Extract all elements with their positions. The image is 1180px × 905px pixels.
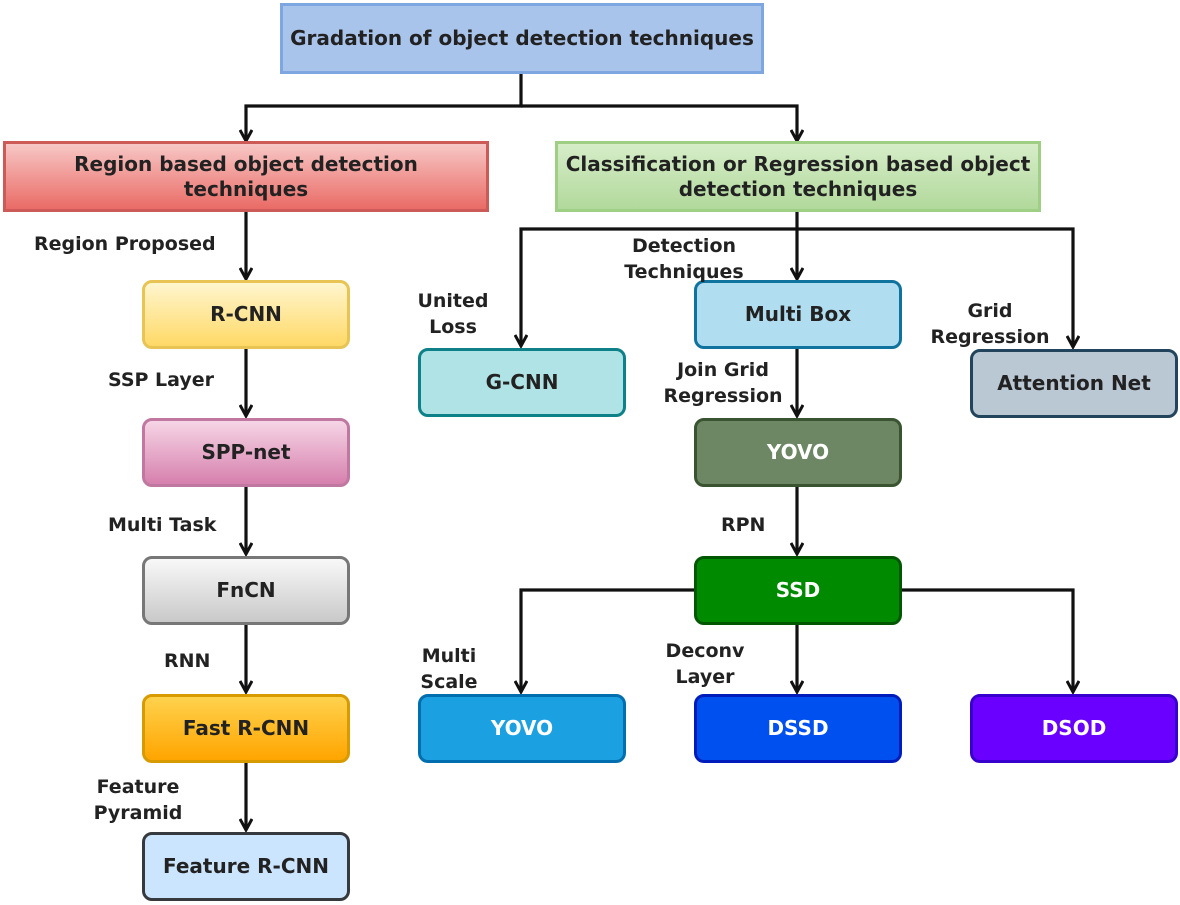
node-dsod: DSOD [970, 694, 1178, 763]
label-deconv-layer: Deconv Layer [665, 640, 745, 688]
node-dssd: DSSD [694, 694, 902, 763]
node-sppnet: SPP-net [142, 418, 350, 487]
label-multi-task: Multi Task [108, 514, 217, 536]
label-grid-regression: Grid Regression [930, 300, 1050, 348]
edge-root-to-region [246, 74, 523, 140]
edge-ssd-to-yovo-low [521, 588, 694, 691]
node-fast-rcnn: Fast R-CNN [142, 694, 350, 763]
node-gcnn: G-CNN [418, 348, 626, 417]
edge-root-to-classreg [521, 104, 797, 140]
label-region-proposed: Region Proposed [34, 233, 216, 255]
label-rpn: RPN [721, 514, 766, 536]
node-multi-box: Multi Box [694, 280, 902, 349]
node-root: Gradation of object detection techniques [280, 3, 764, 74]
node-rcnn: R-CNN [142, 280, 350, 349]
node-yovo-middle: YOVO [694, 418, 902, 487]
edge-classreg-to-gcnn [521, 227, 797, 345]
label-feature-pyramid: Feature Pyramid [93, 776, 183, 824]
node-classification-regression: Classification or Regression based objec… [555, 141, 1041, 212]
node-attention-net: Attention Net [970, 349, 1178, 418]
label-united-loss: United Loss [417, 290, 489, 338]
edge-ssd-to-dsod [901, 588, 1073, 691]
label-join-grid-regression: Join Grid Regression [663, 359, 783, 407]
label-multi-scale: Multi Scale [420, 645, 478, 693]
node-feature-rcnn: Feature R-CNN [142, 832, 350, 901]
label-ssp-layer: SSP Layer [108, 369, 215, 391]
node-ssd: SSD [694, 556, 902, 625]
node-fncn: FnCN [142, 556, 350, 625]
node-yovo-bottom: YOVO [418, 694, 626, 763]
node-region-based: Region based object detection techniques [3, 141, 489, 212]
label-rnn: RNN [164, 650, 211, 672]
label-detection-techniques: Detection Techniques [624, 235, 744, 283]
edge-classreg-to-attention [797, 227, 1073, 346]
